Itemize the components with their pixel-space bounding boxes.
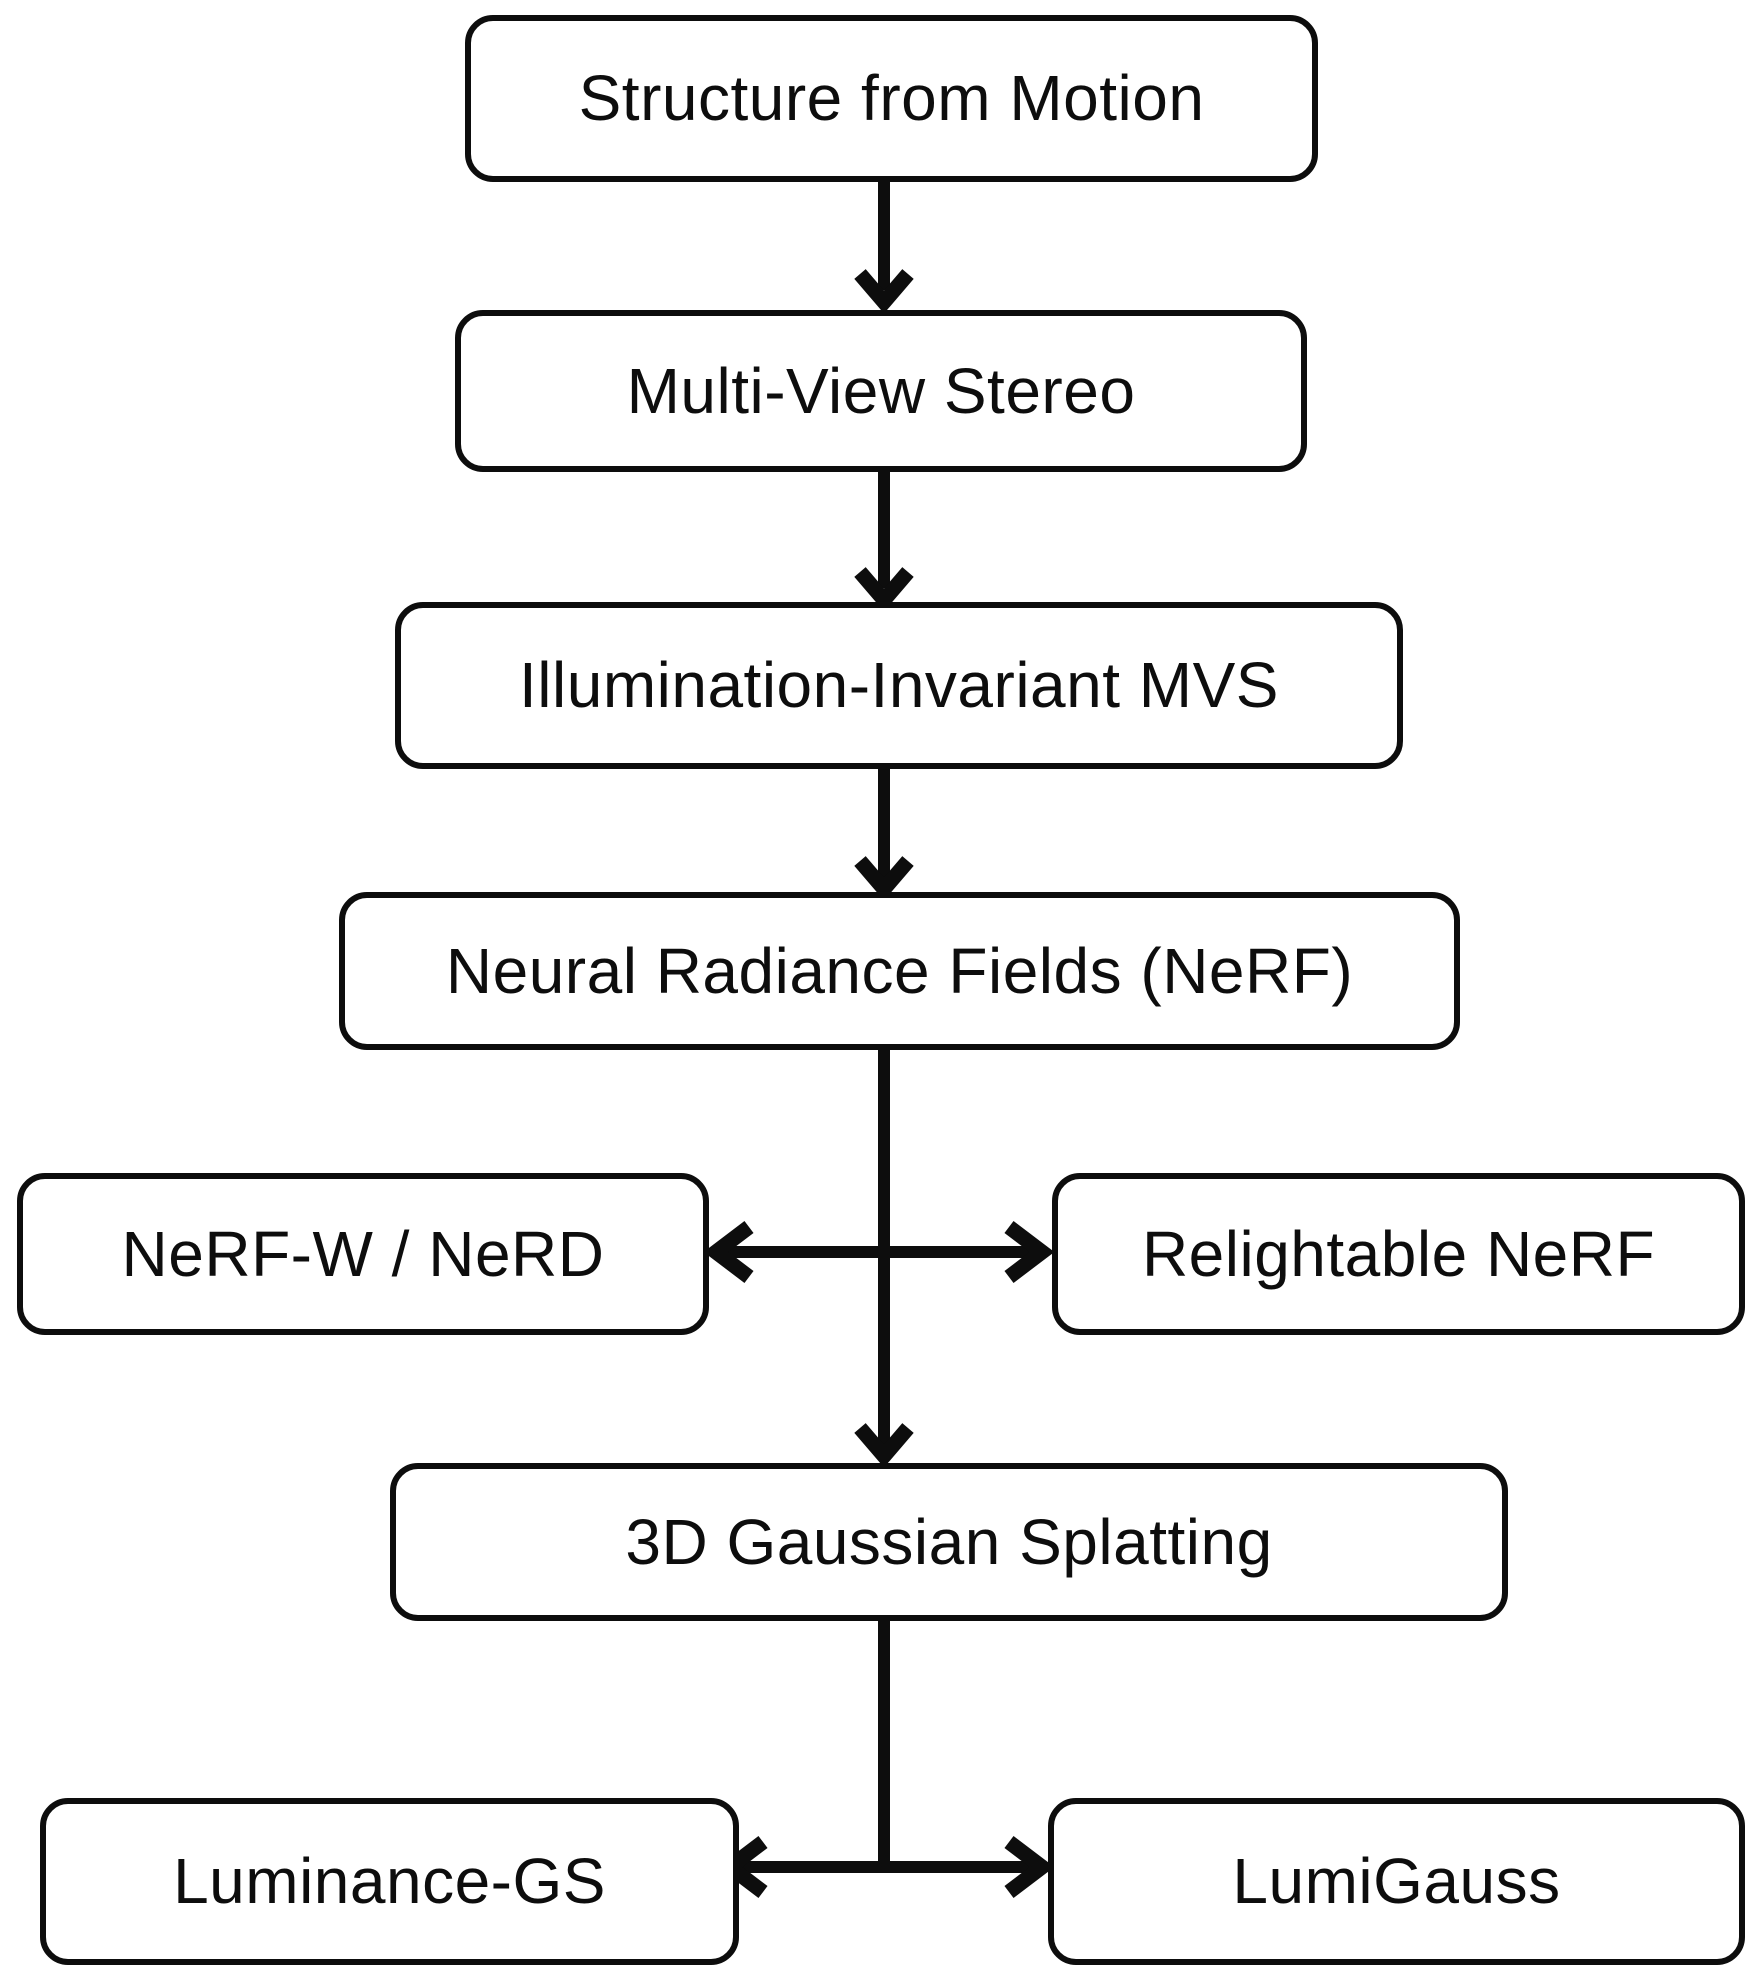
node-label-illumination-invariant-mvs: Illumination-Invariant MVS [519, 649, 1279, 722]
node-label-3d-gaussian-splatting: 3D Gaussian Splatting [625, 1505, 1273, 1578]
node-label-lumigauss: LumiGauss [1232, 1845, 1561, 1918]
node-lumigauss: LumiGauss [1048, 1798, 1745, 1965]
arrowheads [703, 269, 1055, 1898]
node-label-relightable-nerf: Relightable NeRF [1141, 1217, 1656, 1290]
node-label-neural-radiance-fields: Neural Radiance Fields (NeRF) [445, 934, 1354, 1007]
arrowhead-down-2 [854, 567, 914, 612]
node-3d-gaussian-splatting: 3D Gaussian Splatting [390, 1463, 1508, 1621]
arrowhead-left-nerf [703, 1221, 754, 1283]
node-neural-radiance-fields: Neural Radiance Fields (NeRF) [339, 892, 1460, 1050]
arrowhead-right-nerf [1004, 1221, 1055, 1283]
node-label-luminance-gs: Luminance-GS [173, 1845, 606, 1918]
arrowhead-right-3dgs [1004, 1836, 1055, 1898]
node-label-structure-from-motion: Structure from Motion [578, 62, 1205, 135]
arrowhead-down-1 [854, 269, 914, 314]
node-multi-view-stereo: Multi-View Stereo [455, 310, 1307, 472]
node-label-nerf-w-nerd: NeRF-W / NeRD [121, 1217, 605, 1290]
node-illumination-invariant-mvs: Illumination-Invariant MVS [395, 602, 1403, 769]
node-structure-from-motion: Structure from Motion [465, 15, 1318, 182]
arrowhead-down-3 [854, 856, 914, 901]
node-label-multi-view-stereo: Multi-View Stereo [626, 354, 1136, 427]
arrowhead-down-4 [854, 1423, 914, 1468]
node-luminance-gs: Luminance-GS [40, 1798, 739, 1965]
node-nerf-w-nerd: NeRF-W / NeRD [17, 1173, 709, 1335]
node-relightable-nerf: Relightable NeRF [1052, 1173, 1745, 1335]
